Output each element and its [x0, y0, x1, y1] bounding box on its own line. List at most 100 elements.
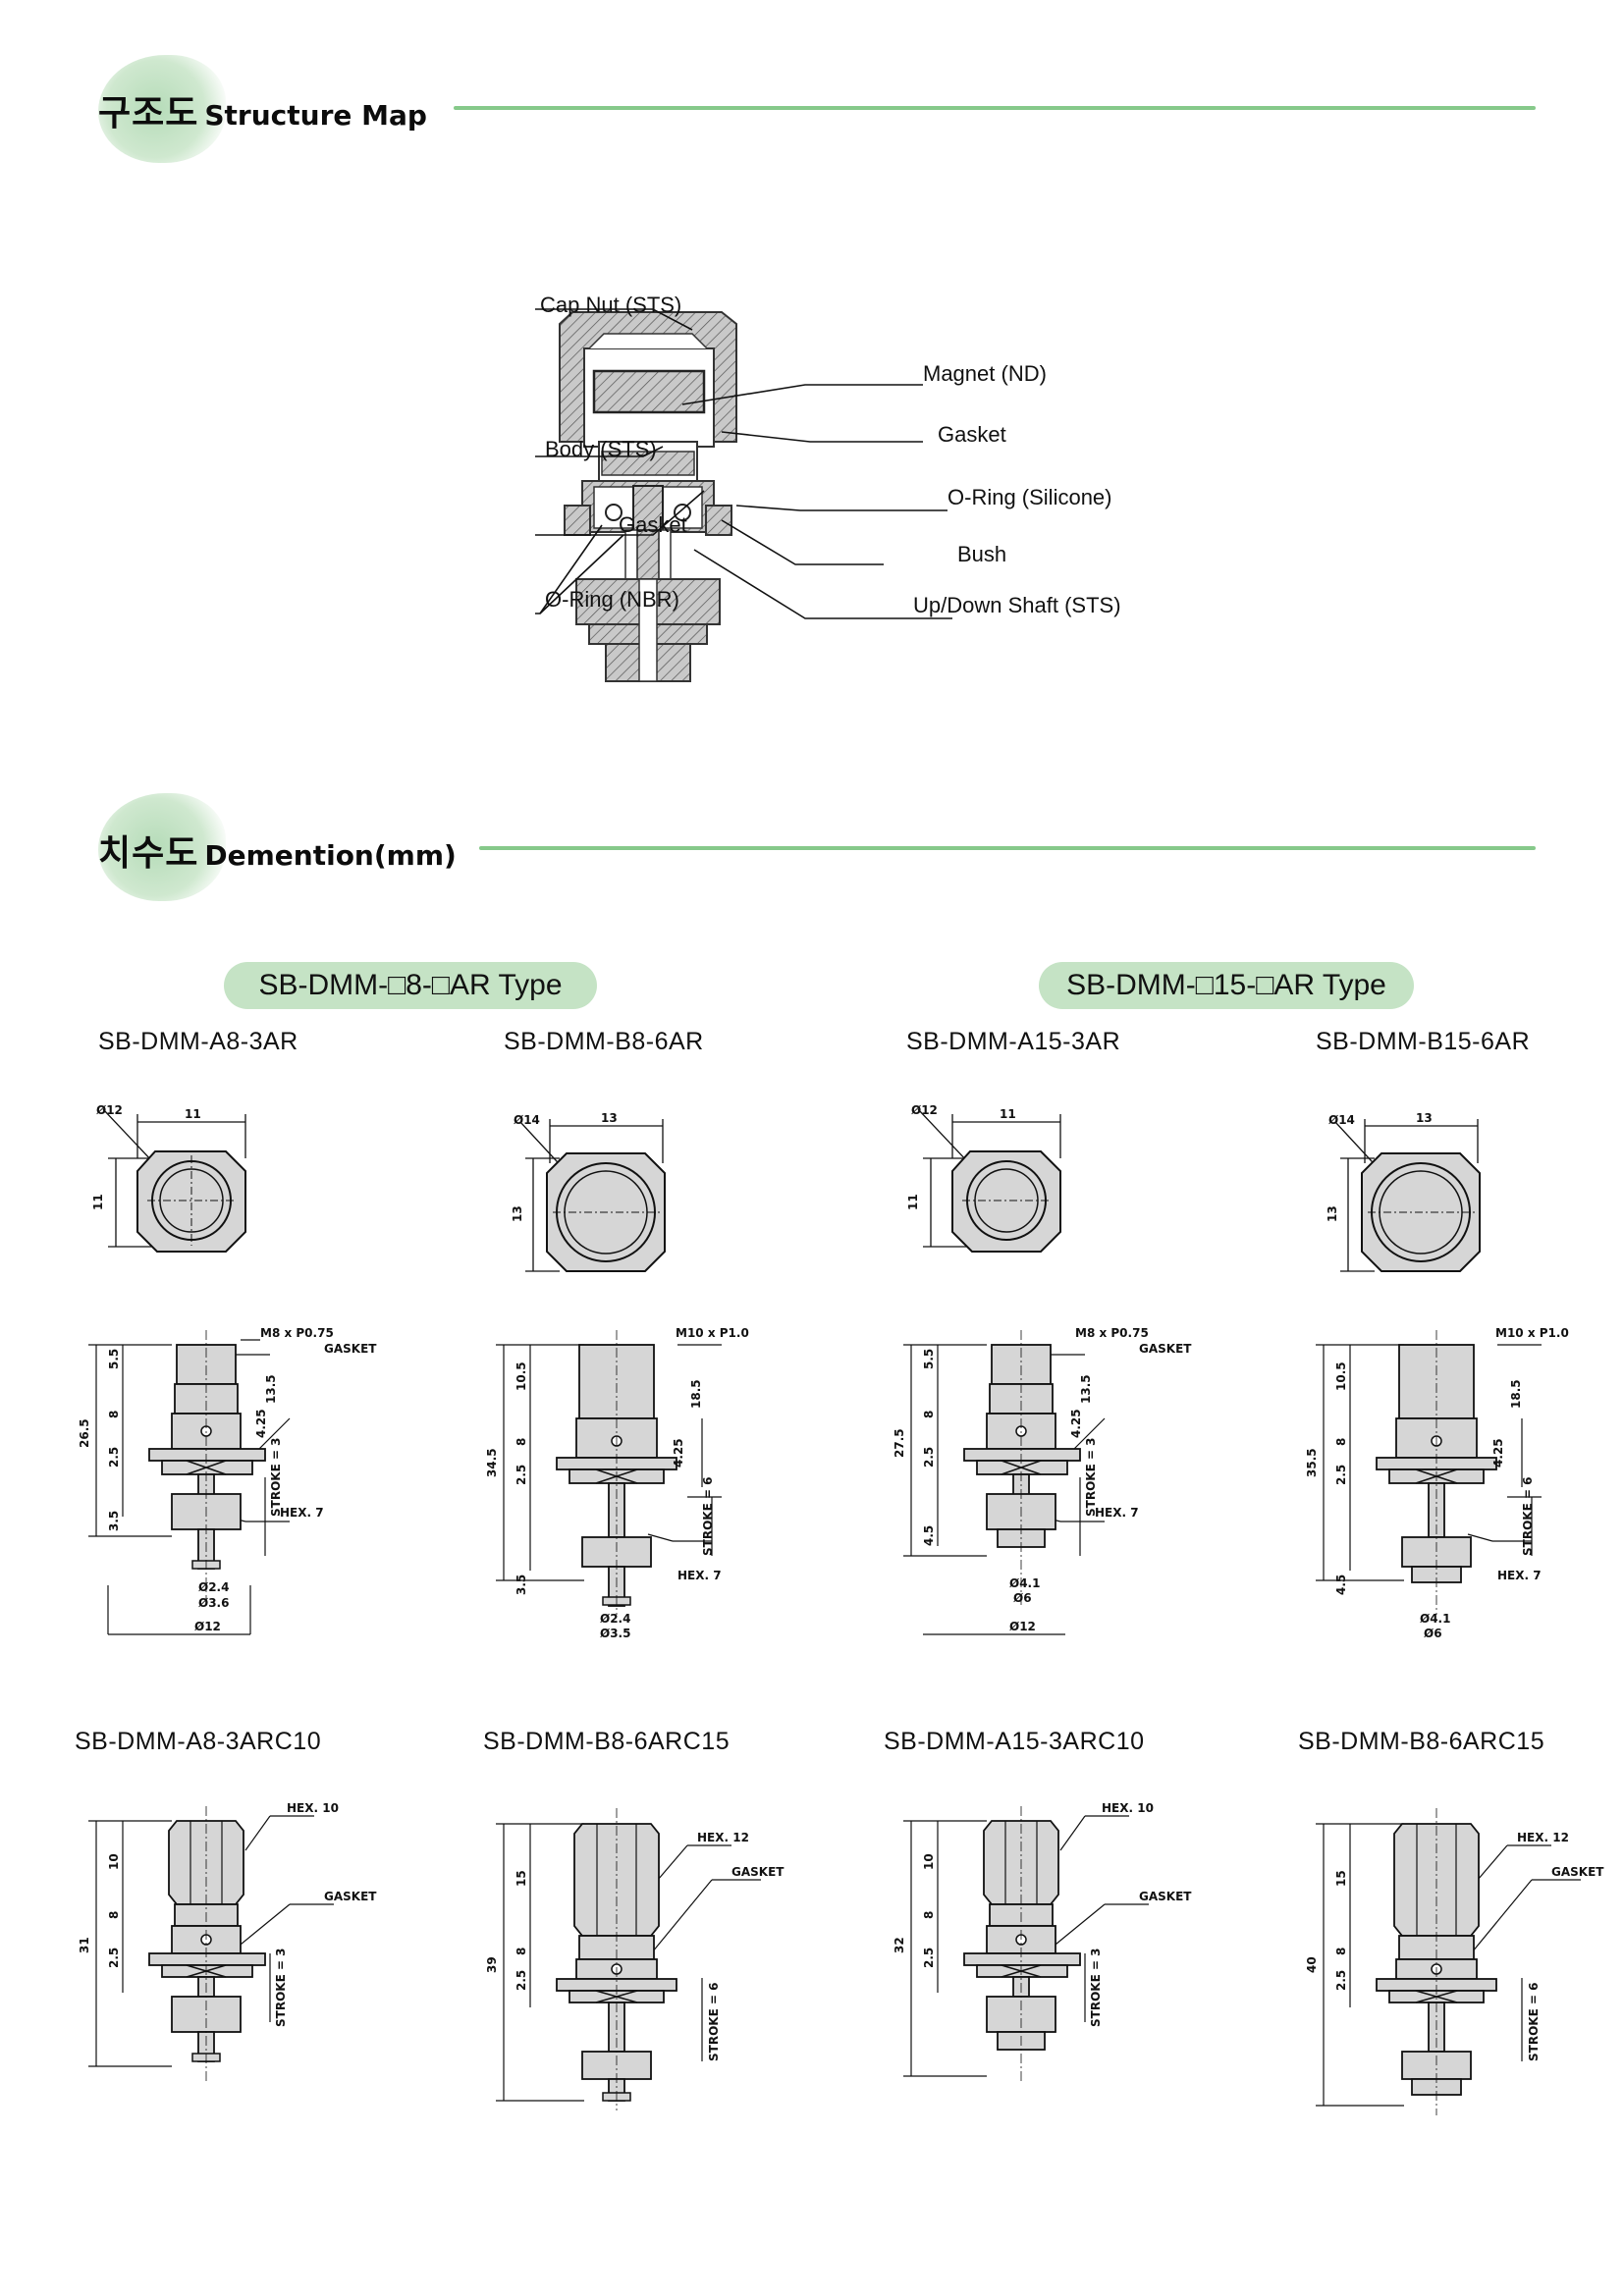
svg-text:STROKE = 3: STROKE = 3 — [274, 1948, 288, 2027]
type-pill-right: SB-DMM-□15-□AR Type — [1039, 962, 1414, 1009]
svg-text:4.25: 4.25 — [1491, 1438, 1505, 1468]
model-label: SB-DMM-B8-6ARC15 — [483, 1728, 731, 1755]
svg-text:31: 31 — [79, 1937, 91, 1953]
svg-text:39: 39 — [486, 1956, 499, 1973]
callout-magnet: Magnet (ND) — [923, 361, 1047, 386]
svg-text:27.5: 27.5 — [893, 1428, 906, 1458]
svg-text:Ø6: Ø6 — [1013, 1591, 1032, 1605]
structure-cross-section-diagram — [535, 308, 952, 682]
svg-text:GASKET: GASKET — [1551, 1865, 1604, 1879]
section-title-en: Demention(mm) — [204, 839, 457, 872]
svg-text:HEX. 7: HEX. 7 — [1497, 1569, 1542, 1582]
svg-text:10: 10 — [107, 1853, 121, 1870]
callout-body: Body (STS) — [545, 437, 657, 461]
svg-text:HEX. 12: HEX. 12 — [1517, 1831, 1569, 1844]
model-label: SB-DMM-B8-6AR — [504, 1028, 704, 1055]
svg-text:Ø12: Ø12 — [194, 1620, 221, 1633]
svg-text:13: 13 — [511, 1205, 524, 1222]
model-label: SB-DMM-A8-3AR — [98, 1028, 298, 1055]
section-divider-line — [454, 106, 1536, 110]
svg-text:Ø2.4: Ø2.4 — [600, 1612, 630, 1626]
svg-text:4.25: 4.25 — [672, 1438, 685, 1468]
svg-text:10.5: 10.5 — [1334, 1362, 1348, 1391]
callout-oring-silicone: O-Ring (Silicone) — [947, 485, 1112, 509]
svg-text:STROKE = 6: STROKE = 6 — [701, 1476, 715, 1556]
svg-text:4.5: 4.5 — [922, 1525, 936, 1546]
svg-text:18.5: 18.5 — [1509, 1379, 1523, 1409]
svg-text:GASKET: GASKET — [1139, 1890, 1192, 1903]
svg-text:35.5: 35.5 — [1306, 1448, 1319, 1477]
svg-text:5.5: 5.5 — [107, 1349, 121, 1369]
svg-text:2.5: 2.5 — [107, 1948, 121, 1968]
model-label: SB-DMM-B8-6ARC15 — [1298, 1728, 1545, 1755]
svg-text:HEX. 7: HEX. 7 — [280, 1506, 324, 1520]
svg-text:2.5: 2.5 — [922, 1447, 936, 1468]
svg-text:15: 15 — [1334, 1870, 1348, 1887]
svg-text:15: 15 — [514, 1870, 528, 1887]
svg-text:HEX. 7: HEX. 7 — [677, 1569, 722, 1582]
svg-text:Ø4.1: Ø4.1 — [1420, 1612, 1450, 1626]
svg-text:4.25: 4.25 — [254, 1409, 268, 1438]
section-title-en: Structure Map — [204, 99, 427, 132]
svg-text:2.5: 2.5 — [1334, 1465, 1348, 1485]
callout-shaft: Up/Down Shaft (STS) — [913, 593, 1121, 617]
top-view-drawing: Ø14 13 13 — [1326, 1111, 1481, 1272]
svg-text:Ø14: Ø14 — [1328, 1113, 1355, 1127]
svg-text:Ø4.1: Ø4.1 — [1009, 1576, 1040, 1590]
svg-text:Ø14: Ø14 — [514, 1113, 540, 1127]
svg-text:11: 11 — [906, 1194, 920, 1210]
svg-text:13.5: 13.5 — [1079, 1374, 1093, 1404]
svg-text:M10 x P1.0: M10 x P1.0 — [676, 1326, 749, 1340]
section-title-kr: 치수도 — [98, 833, 199, 874]
svg-text:STROKE = 3: STROKE = 3 — [269, 1437, 283, 1517]
svg-text:M8 x P0.75: M8 x P0.75 — [1075, 1326, 1149, 1340]
svg-text:2.5: 2.5 — [107, 1447, 121, 1468]
svg-text:GASKET: GASKET — [1139, 1342, 1192, 1356]
callout-bush: Bush — [957, 542, 1007, 566]
callout-gasket-right: Gasket — [938, 422, 1006, 447]
svg-text:8: 8 — [922, 1411, 936, 1418]
svg-text:8: 8 — [1334, 1438, 1348, 1446]
svg-text:Ø6: Ø6 — [1424, 1627, 1442, 1640]
callout-oring-nbr: O-Ring (NBR) — [545, 587, 679, 612]
svg-text:26.5: 26.5 — [79, 1418, 91, 1448]
section-decoration-blob — [98, 793, 226, 901]
svg-text:5.5: 5.5 — [922, 1349, 936, 1369]
svg-text:4.5: 4.5 — [1334, 1575, 1348, 1595]
svg-text:13.5: 13.5 — [264, 1374, 278, 1404]
svg-text:8: 8 — [514, 1438, 528, 1446]
svg-text:HEX. 12: HEX. 12 — [697, 1831, 749, 1844]
svg-text:2.5: 2.5 — [922, 1948, 936, 1968]
svg-text:8: 8 — [1334, 1948, 1348, 1955]
svg-text:HEX. 10: HEX. 10 — [1102, 1801, 1154, 1815]
svg-text:2.5: 2.5 — [1334, 1970, 1348, 1991]
svg-text:13: 13 — [1416, 1111, 1433, 1125]
svg-text:10.5: 10.5 — [514, 1362, 528, 1391]
svg-text:M10 x P1.0: M10 x P1.0 — [1495, 1326, 1569, 1340]
svg-text:HEX. 7: HEX. 7 — [1095, 1506, 1139, 1520]
svg-text:3.5: 3.5 — [514, 1575, 528, 1595]
svg-text:Ø12: Ø12 — [911, 1103, 938, 1117]
svg-text:10: 10 — [922, 1853, 936, 1870]
svg-text:34.5: 34.5 — [486, 1448, 499, 1477]
svg-text:M8 x P0.75: M8 x P0.75 — [260, 1326, 334, 1340]
svg-text:2.5: 2.5 — [514, 1970, 528, 1991]
svg-text:13: 13 — [1326, 1205, 1339, 1222]
svg-text:Ø2.4: Ø2.4 — [198, 1580, 229, 1594]
svg-text:2.5: 2.5 — [514, 1465, 528, 1485]
svg-text:11: 11 — [91, 1194, 105, 1210]
section-decoration-blob — [98, 55, 226, 163]
svg-text:STROKE = 3: STROKE = 3 — [1084, 1437, 1098, 1517]
svg-text:Ø12: Ø12 — [1009, 1620, 1036, 1633]
